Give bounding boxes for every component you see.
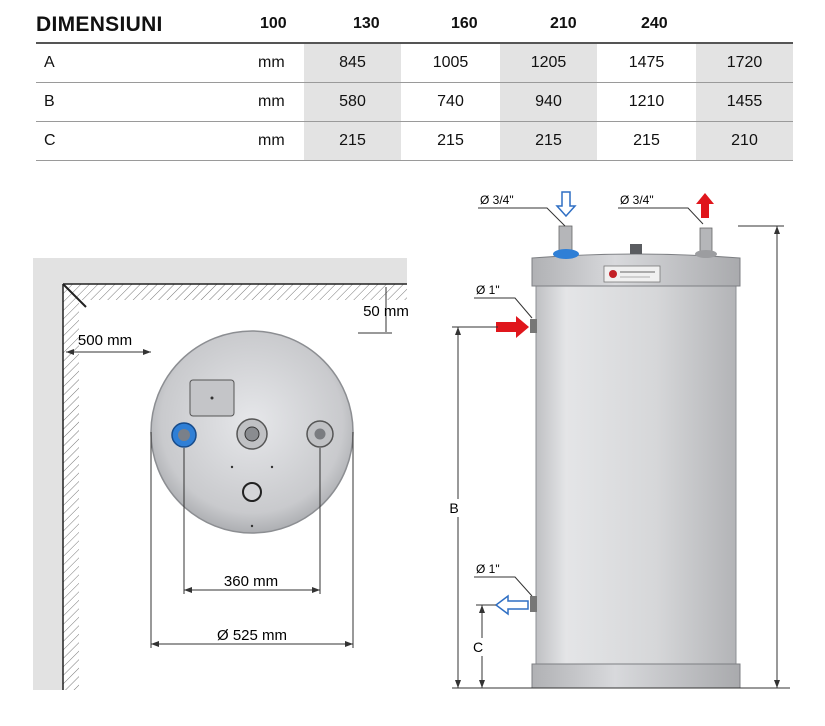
table-row: C mm 215 215 215 215 210 xyxy=(36,122,793,161)
connection-spacing-label: 360 mm xyxy=(224,573,278,590)
wall-clearance-label: 500 mm xyxy=(78,332,132,349)
corner-mark xyxy=(62,283,87,308)
table-cell: 580 xyxy=(304,83,401,121)
table-row: A mm 845 1005 1205 1475 1720 xyxy=(36,44,793,83)
table-cell: 1455 xyxy=(696,83,793,121)
table-cell: 210 xyxy=(696,122,793,160)
row-unit: mm xyxy=(258,93,285,110)
table-cell: 215 xyxy=(500,122,597,160)
brand-label xyxy=(603,265,661,283)
row-label: A xyxy=(44,54,55,71)
table-cell: 1720 xyxy=(696,44,793,82)
table-cell: 215 xyxy=(437,132,464,149)
table-cell: 1210 xyxy=(628,93,665,110)
row-label: B xyxy=(44,93,55,110)
row-label: C xyxy=(44,132,56,149)
sensor-port xyxy=(242,482,262,502)
cold-inlet-ring xyxy=(553,249,579,259)
cold-inlet-size-label: Ø 3/4" xyxy=(480,193,514,207)
column-header: 160 xyxy=(451,15,478,32)
ceiling-clearance-label: 50 mm xyxy=(363,303,409,320)
top-view: 50 mm 500 mm 360 mm Ø 525 mm xyxy=(33,258,409,690)
table-cell: 1475 xyxy=(628,54,665,71)
table-cell: 1005 xyxy=(432,54,469,71)
hot-outlet-size-label: Ø 3/4" xyxy=(620,193,654,207)
coil-inlet-arrow-icon xyxy=(496,316,529,338)
tank-body xyxy=(535,285,737,665)
table-cell: 215 xyxy=(633,132,660,149)
tank-bottom-cap xyxy=(531,663,741,689)
table-cell: 845 xyxy=(304,44,401,82)
dimension-c-label: C xyxy=(473,639,483,655)
table-title: DIMENSIUNI xyxy=(36,13,163,36)
table-row: B mm 580 740 940 1210 1455 xyxy=(36,83,793,122)
dimension-b-label: B xyxy=(449,500,458,516)
hot-outlet-arrow-icon xyxy=(696,193,714,218)
table-cell: 740 xyxy=(437,93,464,110)
dimensions-table: DIMENSIUNI 100 130 160 210 240 A mm 845 … xyxy=(36,8,793,161)
column-header: 130 xyxy=(353,15,380,32)
column-header: 100 xyxy=(260,15,287,32)
column-header: 210 xyxy=(550,15,577,32)
diameter-label: Ø 525 mm xyxy=(217,627,287,644)
coil-outlet-size-label: Ø 1" xyxy=(476,562,500,576)
row-unit: mm xyxy=(258,132,285,149)
table-cell: 1205 xyxy=(500,44,597,82)
anode-plug xyxy=(630,244,642,254)
wall-left xyxy=(33,258,63,690)
table-cell: 215 xyxy=(304,122,401,160)
column-header: 240 xyxy=(641,15,668,32)
coil-outlet-arrow-icon xyxy=(494,594,529,616)
table-cell: 940 xyxy=(500,83,597,121)
row-unit: mm xyxy=(258,54,285,71)
wall-top xyxy=(33,258,407,284)
cold-inlet-arrow-icon xyxy=(555,191,577,218)
coil-inlet-size-label: Ø 1" xyxy=(476,283,500,297)
table-header: DIMENSIUNI 100 130 160 210 240 xyxy=(36,8,793,44)
side-view: Ø 3/4" Ø 3/4" Ø 1" Ø 1" B C xyxy=(447,191,790,689)
